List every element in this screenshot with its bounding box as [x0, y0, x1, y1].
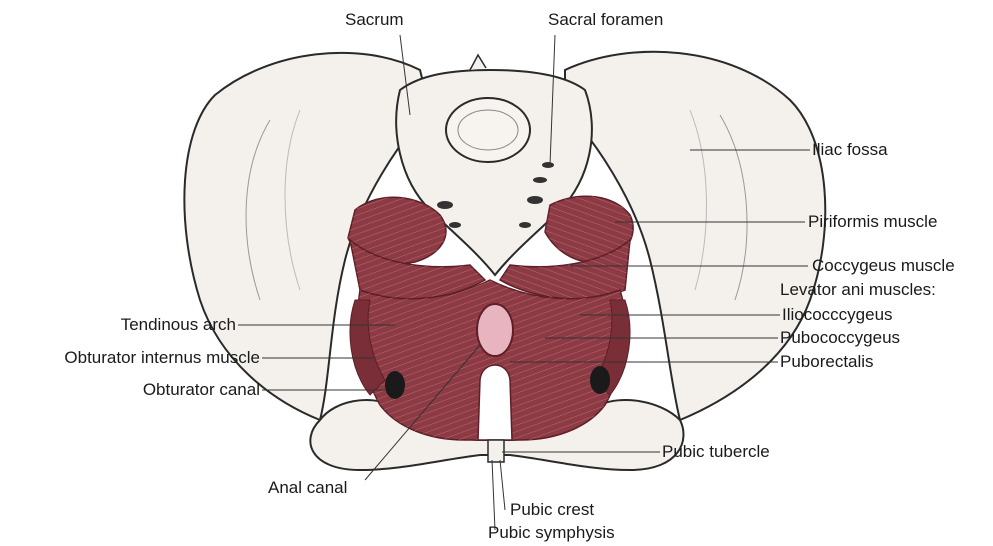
label-puborectalis: Puborectalis: [780, 352, 874, 372]
label-piriformis: Piriformis muscle: [808, 212, 937, 232]
label-pubic-crest: Pubic crest: [510, 500, 594, 520]
label-iliac-fossa: Iliac fossa: [812, 140, 888, 160]
label-tendinous-arch: Tendinous arch: [60, 315, 236, 335]
label-pubic-tubercle: Pubic tubercle: [662, 442, 770, 462]
label-pubic-symphysis: Pubic symphysis: [488, 523, 615, 543]
label-iliococcygeus: Iliococccygeus: [782, 305, 893, 325]
label-coccygeus: Coccygeus muscle: [812, 256, 955, 276]
label-obturator-canal: Obturator canal: [80, 380, 260, 400]
right-obturator-canal: [590, 366, 610, 394]
label-sacral-foramen: Sacral foramen: [548, 10, 663, 30]
sacral-body: [446, 98, 530, 162]
left-obturator-canal: [385, 371, 405, 399]
label-sacrum: Sacrum: [345, 10, 404, 30]
anal-canal: [477, 304, 513, 356]
label-anal-canal: Anal canal: [268, 478, 347, 498]
urogenital-hiatus: [478, 365, 512, 440]
label-pubococcygeus: Pubococcygeus: [780, 328, 900, 348]
label-obturator-internus: Obturator internus muscle: [6, 348, 260, 368]
label-levator-ani-heading: Levator ani muscles:: [780, 280, 936, 300]
pubic-symphysis-bone: [488, 440, 504, 462]
